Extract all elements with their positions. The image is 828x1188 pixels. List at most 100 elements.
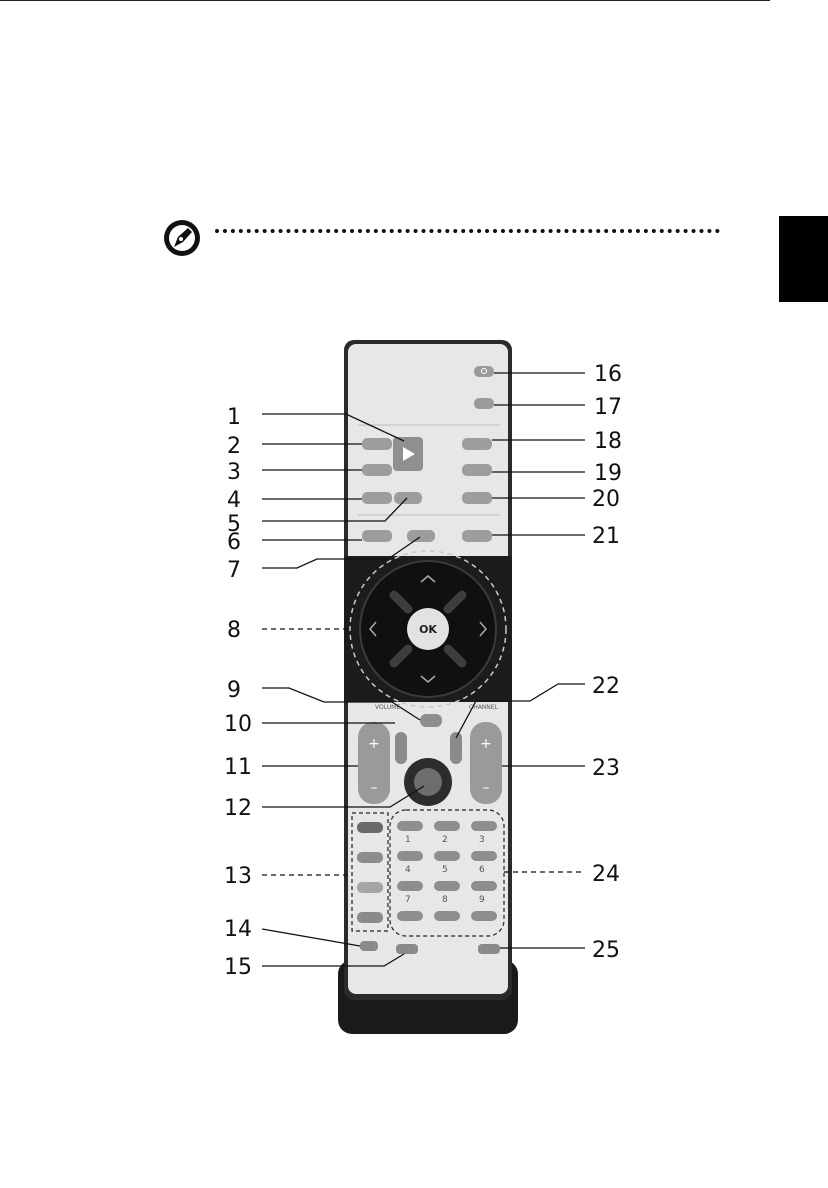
callout-15: 15 — [224, 955, 252, 980]
keypad-key[interactable] — [471, 821, 497, 831]
red-key[interactable] — [357, 822, 383, 833]
dvd-menu-button[interactable] — [474, 398, 494, 409]
eject-button[interactable] — [462, 530, 492, 542]
navigation-pad: OK — [349, 550, 507, 708]
callout-12: 12 — [224, 796, 252, 821]
ok-button[interactable] — [407, 608, 449, 650]
nav-dashed-outline — [349, 550, 507, 708]
keypad-outline — [389, 809, 505, 937]
callout-19: 19 — [594, 461, 622, 486]
record-button[interactable] — [362, 438, 392, 450]
guide-button[interactable] — [407, 530, 435, 542]
stop-button[interactable] — [462, 438, 492, 450]
keypad-digit: 3 — [479, 835, 485, 845]
numeric-keypad: 1 2 3 4 5 6 7 8 9 — [397, 821, 497, 921]
top-button-group — [362, 366, 494, 542]
mute-button[interactable] — [395, 732, 407, 764]
chapter-side-tab — [779, 216, 828, 302]
callout-7: 7 — [227, 558, 241, 583]
callout-5: 5 — [227, 512, 241, 537]
keypad-key[interactable] — [471, 911, 497, 921]
windows-logo-icon — [414, 768, 442, 796]
play-icon — [403, 447, 415, 461]
leader-lines — [261, 372, 585, 967]
keypad-key[interactable] — [434, 821, 460, 831]
svg-text:+: + — [368, 736, 380, 752]
callout-16: 16 — [594, 362, 622, 387]
callout-2: 2 — [227, 434, 241, 459]
callout-numbers: 1234567891011121314151617181920212223242… — [224, 362, 622, 980]
callout-3: 3 — [227, 460, 241, 485]
callout-8: 8 — [227, 618, 241, 643]
enter-button[interactable] — [396, 944, 418, 954]
keypad-key[interactable] — [397, 821, 423, 831]
channel-rocker[interactable] — [470, 722, 502, 804]
svg-text:–: – — [371, 780, 378, 796]
callout-24: 24 — [592, 862, 620, 887]
callout-23: 23 — [592, 756, 620, 781]
callout-22: 22 — [592, 674, 620, 699]
callout-1: 1 — [227, 405, 241, 430]
callout-11: 11 — [224, 755, 252, 780]
info-button[interactable] — [450, 732, 462, 764]
keypad-key[interactable] — [397, 851, 423, 861]
callout-14: 14 — [224, 917, 252, 942]
nav-up-icon — [420, 575, 436, 583]
middle-button-group: VOLUME CHANNEL + – + – — [358, 704, 502, 806]
callout-25: 25 — [592, 938, 620, 963]
nav-left-icon — [369, 621, 377, 637]
clear-button[interactable] — [420, 714, 442, 727]
nav-down-icon — [420, 675, 436, 683]
volume-rocker[interactable] — [358, 722, 390, 804]
keypad-key[interactable] — [397, 911, 423, 921]
keypad-group: 1 2 3 4 5 6 7 8 9 — [351, 809, 505, 954]
callout-10: 10 — [224, 712, 252, 737]
nav-right-icon — [479, 621, 487, 637]
blue-key[interactable] — [357, 912, 383, 923]
callout-21: 21 — [592, 524, 620, 549]
teletext-button[interactable] — [360, 941, 378, 951]
note-pen-icon — [164, 220, 200, 256]
channel-label: CHANNEL — [469, 704, 499, 711]
note-dotted-line — [215, 229, 720, 233]
keypad-key[interactable] — [434, 851, 460, 861]
callout-17: 17 — [594, 395, 622, 420]
keypad-digit: 1 — [405, 835, 411, 845]
yellow-key[interactable] — [357, 882, 383, 893]
keypad-key[interactable] — [471, 851, 497, 861]
volume-label: VOLUME — [375, 704, 400, 711]
keypad-digit: 6 — [479, 865, 485, 875]
power-button[interactable] — [474, 366, 494, 377]
keypad-digit: 5 — [442, 865, 448, 875]
keypad-digit: 9 — [479, 895, 485, 905]
keypad-key[interactable] — [397, 881, 423, 891]
green-key[interactable] — [357, 852, 383, 863]
callout-18: 18 — [594, 429, 622, 454]
color-keys-outline — [351, 812, 389, 932]
page-top-rule — [0, 0, 770, 1]
skip-forward-button[interactable] — [462, 492, 492, 504]
keypad-digit: 8 — [442, 895, 448, 905]
back-button[interactable] — [362, 530, 392, 542]
keypad-key[interactable] — [434, 911, 460, 921]
keypad-digit: 4 — [405, 865, 411, 875]
keypad-digit: 7 — [405, 895, 411, 905]
power-icon — [481, 368, 487, 374]
pause-button[interactable] — [394, 492, 422, 504]
keypad-digit: 2 — [442, 835, 448, 845]
callout-9: 9 — [227, 678, 241, 703]
keypad-key[interactable] — [471, 881, 497, 891]
callout-6: 6 — [227, 530, 241, 555]
back-page-button[interactable] — [478, 944, 500, 954]
ok-label: OK — [419, 623, 437, 636]
callout-13: 13 — [224, 864, 252, 889]
keypad-key[interactable] — [434, 881, 460, 891]
callout-4: 4 — [227, 488, 241, 513]
svg-text:–: – — [483, 780, 490, 796]
fast-forward-button[interactable] — [462, 464, 492, 476]
rewind-button[interactable] — [362, 464, 392, 476]
callout-20: 20 — [592, 487, 620, 512]
skip-back-button[interactable] — [362, 492, 392, 504]
svg-text:+: + — [480, 736, 492, 752]
